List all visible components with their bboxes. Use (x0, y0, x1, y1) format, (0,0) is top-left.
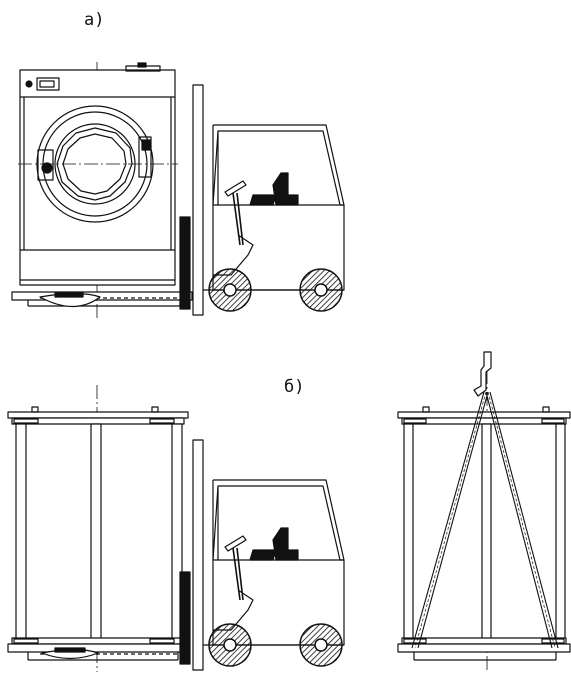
figure-label-b: б) (284, 377, 305, 397)
figure-label-a: a) (84, 10, 105, 30)
